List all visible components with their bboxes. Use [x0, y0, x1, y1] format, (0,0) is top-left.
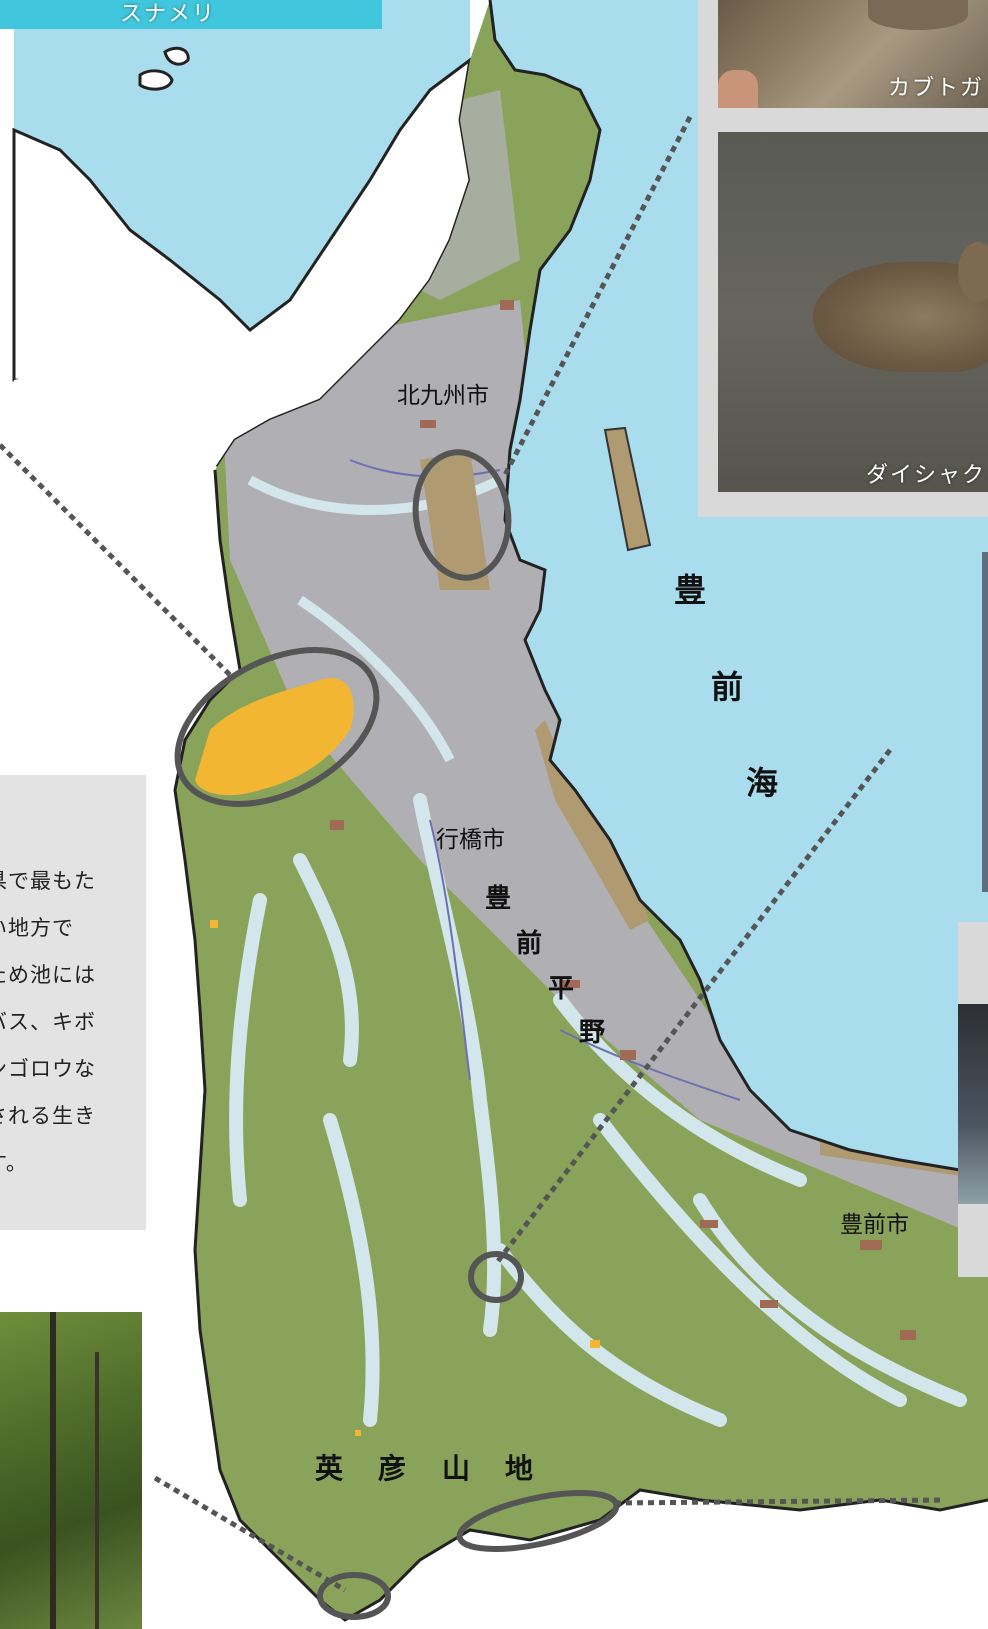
- circle-wetland: [174, 647, 380, 807]
- info-line-2: 高い地方で: [0, 916, 74, 940]
- mountain-label-char-2: 彦: [378, 1452, 407, 1485]
- plain-label-char-1: 豊: [485, 884, 512, 914]
- top-banner: スナメリ: [0, 0, 382, 29]
- plain-label-char-4: 野: [579, 1018, 606, 1048]
- sea-label-char-2: 前: [711, 668, 744, 706]
- city-label-buzen: 豊前市: [840, 1212, 909, 1238]
- city-label-yukuhashi: 行橋市: [436, 827, 505, 853]
- offshore-island: [603, 426, 652, 552]
- sea-label-char-3: 海: [746, 764, 779, 802]
- sea-label-char-1: 豊: [674, 571, 707, 609]
- info-line-3: のため池には: [0, 963, 96, 987]
- city-label-kitakyushu: 北九州市: [397, 383, 489, 409]
- caption-sunameri: スナメリ: [120, 2, 217, 27]
- mountain-label-char-4: 地: [505, 1452, 534, 1485]
- photo-frame-right-2: [958, 922, 988, 1277]
- circle-mountain-south: [456, 1490, 620, 1552]
- photo-forest: [0, 1312, 142, 1629]
- photo-daishakushigi: ダイシャク: [718, 132, 988, 492]
- circle-kitakyushu-coast: [412, 449, 512, 581]
- caption-kabutogani: カブトガ: [888, 76, 985, 101]
- info-box: 岡県で最もた 高い地方で のため池には ニバス、キボ ゲンゴロウな 惧される生き…: [0, 775, 146, 1230]
- wetland-patch: [195, 678, 354, 796]
- circle-river-source: [468, 1251, 524, 1303]
- photo-kabutogani: カブトガ: [718, 0, 988, 108]
- mountain-label-char-1: 英: [315, 1452, 344, 1485]
- circle-mountain-southwest: [317, 1572, 391, 1620]
- info-line-4: ニバス、キボ: [0, 1010, 96, 1034]
- info-line-1: 岡県で最もた: [0, 869, 96, 893]
- mountain-label-char-3: 山: [442, 1452, 471, 1485]
- plain-label-char-2: 前: [516, 929, 543, 959]
- caption-daishakushigi: ダイシャク: [866, 463, 987, 488]
- photo-sliver-right-1: [982, 552, 988, 892]
- info-line-5: ゲンゴロウな: [0, 1057, 96, 1081]
- plain-label-char-3: 平: [548, 974, 575, 1004]
- photo-frame-kabutogani: カブトガ: [698, 0, 988, 122]
- photo-frame-daishakushigi: ダイシャク: [698, 122, 988, 517]
- info-line-7: ます。: [0, 1151, 28, 1175]
- info-line-6: 惧される生き: [0, 1104, 96, 1128]
